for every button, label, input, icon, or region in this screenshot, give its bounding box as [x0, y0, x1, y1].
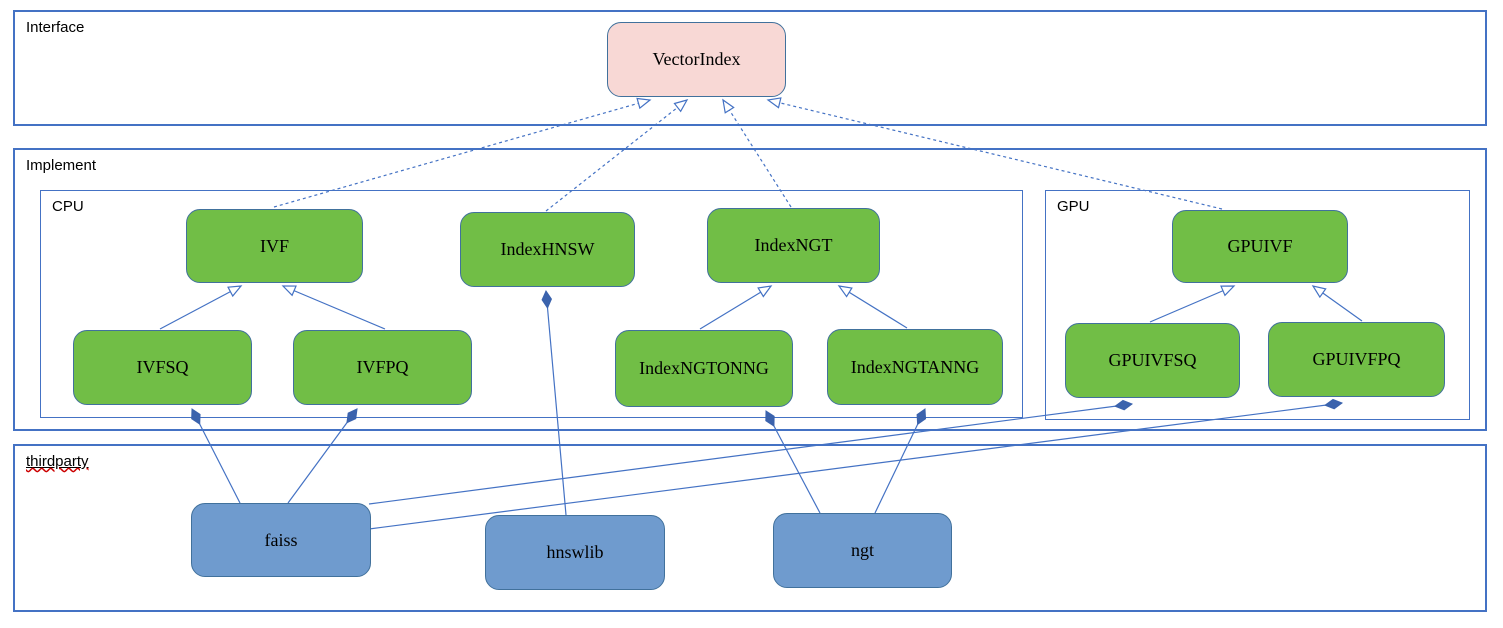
node-ivfpq-label: IVFPQ — [356, 357, 409, 377]
node-ngt[interactable]: ngt — [773, 513, 952, 588]
node-gpuivfpq-label: GPUIVFPQ — [1312, 349, 1401, 369]
section-cpu-label: CPU — [52, 198, 84, 215]
node-indexngt-label: IndexNGT — [754, 235, 833, 255]
node-indexhnsw-label: IndexHNSW — [500, 239, 595, 259]
node-indexngtanng-label: IndexNGTANNG — [850, 356, 980, 377]
section-thirdparty-label-text: thirdparty — [26, 453, 89, 470]
node-faiss[interactable]: faiss — [191, 503, 371, 577]
node-indexhnsw[interactable]: IndexHNSW — [460, 212, 635, 287]
node-gpuivfsq-label: GPUIVFSQ — [1108, 350, 1197, 370]
node-ngt-label: ngt — [850, 540, 874, 560]
node-indexngtonng-label: IndexNGTONNG — [639, 358, 769, 378]
node-hnswlib[interactable]: hnswlib — [485, 515, 665, 590]
node-gpuivf[interactable]: GPUIVF — [1172, 210, 1348, 283]
node-hnswlib-label: hnswlib — [546, 542, 604, 562]
node-indexngt[interactable]: IndexNGT — [707, 208, 880, 283]
node-faiss-label: faiss — [264, 529, 298, 550]
node-ivf[interactable]: IVF — [186, 209, 363, 283]
node-ivfsq[interactable]: IVFSQ — [73, 330, 252, 405]
node-vectorindex[interactable]: VectorIndex — [607, 22, 786, 97]
node-gpuivfsq[interactable]: GPUIVFSQ — [1065, 323, 1240, 398]
node-ivfpq[interactable]: IVFPQ — [293, 330, 472, 405]
section-interface-label: Interface — [26, 19, 85, 36]
node-ivf-label: IVF — [259, 235, 289, 256]
node-gpuivf-label: GPUIVF — [1227, 236, 1293, 256]
node-indexngtonng[interactable]: IndexNGTONNG — [615, 330, 793, 407]
node-ivfsq-label: IVFSQ — [136, 357, 189, 377]
node-gpuivfpq[interactable]: GPUIVFPQ — [1268, 322, 1445, 397]
section-thirdparty-label: thirdparty — [26, 453, 89, 470]
section-gpu-label: GPU — [1057, 198, 1090, 215]
node-vectorindex-label: VectorIndex — [652, 49, 741, 69]
section-implement-label: Implement — [26, 157, 97, 174]
node-indexngtanng[interactable]: IndexNGTANNG — [827, 329, 1003, 405]
